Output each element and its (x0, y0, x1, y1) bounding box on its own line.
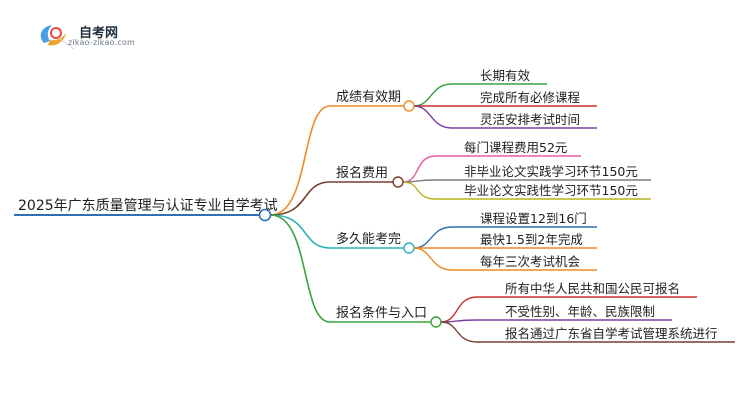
logo-title: 自考网 (79, 26, 119, 41)
leaf-topic: 报名通过广东省自学考试管理系统进行 (505, 326, 718, 341)
leaf-edge (413, 83, 453, 107)
branch-topic: 多久能考完 (336, 231, 401, 247)
leaf-topic: 完成所有必修课程 (480, 90, 581, 105)
branch-connector (392, 176, 404, 188)
leaf-topic: 每门课程费用52元 (464, 140, 567, 155)
branch-edge (270, 214, 331, 249)
branch-connector (403, 100, 415, 112)
root-connector (258, 208, 272, 222)
leaf-edge (440, 296, 478, 323)
logo-subtitle: zikao-zikao.com (68, 38, 135, 47)
branch-topic: 成绩有效期 (336, 90, 401, 105)
leaf-edge (402, 181, 437, 200)
leaf-topic: 灵活安排考试时间 (480, 112, 580, 127)
leaf-topic: 最快1.5到2年完成 (480, 232, 583, 247)
site-logo-icon (40, 25, 75, 50)
branch-topic: 报名费用 (336, 165, 388, 181)
leaf-topic: 不受性别、年龄、民族限制 (505, 304, 655, 319)
leaf-topic: 所有中华人民共和国公民可报名 (505, 281, 680, 296)
branch-connector (403, 242, 415, 254)
branch-edge (270, 181, 331, 216)
leaf-topic: 长期有效 (480, 68, 531, 83)
leaf-topic: 毕业论文实践性学习环节150元 (464, 183, 638, 198)
root-topic: 2025年广东质量管理与认证专业自学考试 (18, 198, 278, 214)
leaf-edge (413, 105, 453, 129)
leaf-edge (413, 226, 453, 249)
leaf-edge (402, 155, 437, 183)
branch-edge (270, 214, 331, 323)
branch-edge (270, 105, 331, 216)
leaf-topic: 课程设置12到16门 (480, 211, 587, 226)
leaf-topic: 非毕业论文实践学习环节150元 (464, 164, 638, 179)
leaf-topic: 每年三次考试机会 (480, 254, 581, 269)
leaf-edge (413, 247, 453, 271)
leaf-edge (440, 321, 478, 343)
branch-connector (430, 316, 442, 328)
branch-topic: 报名条件与入口 (336, 305, 427, 321)
